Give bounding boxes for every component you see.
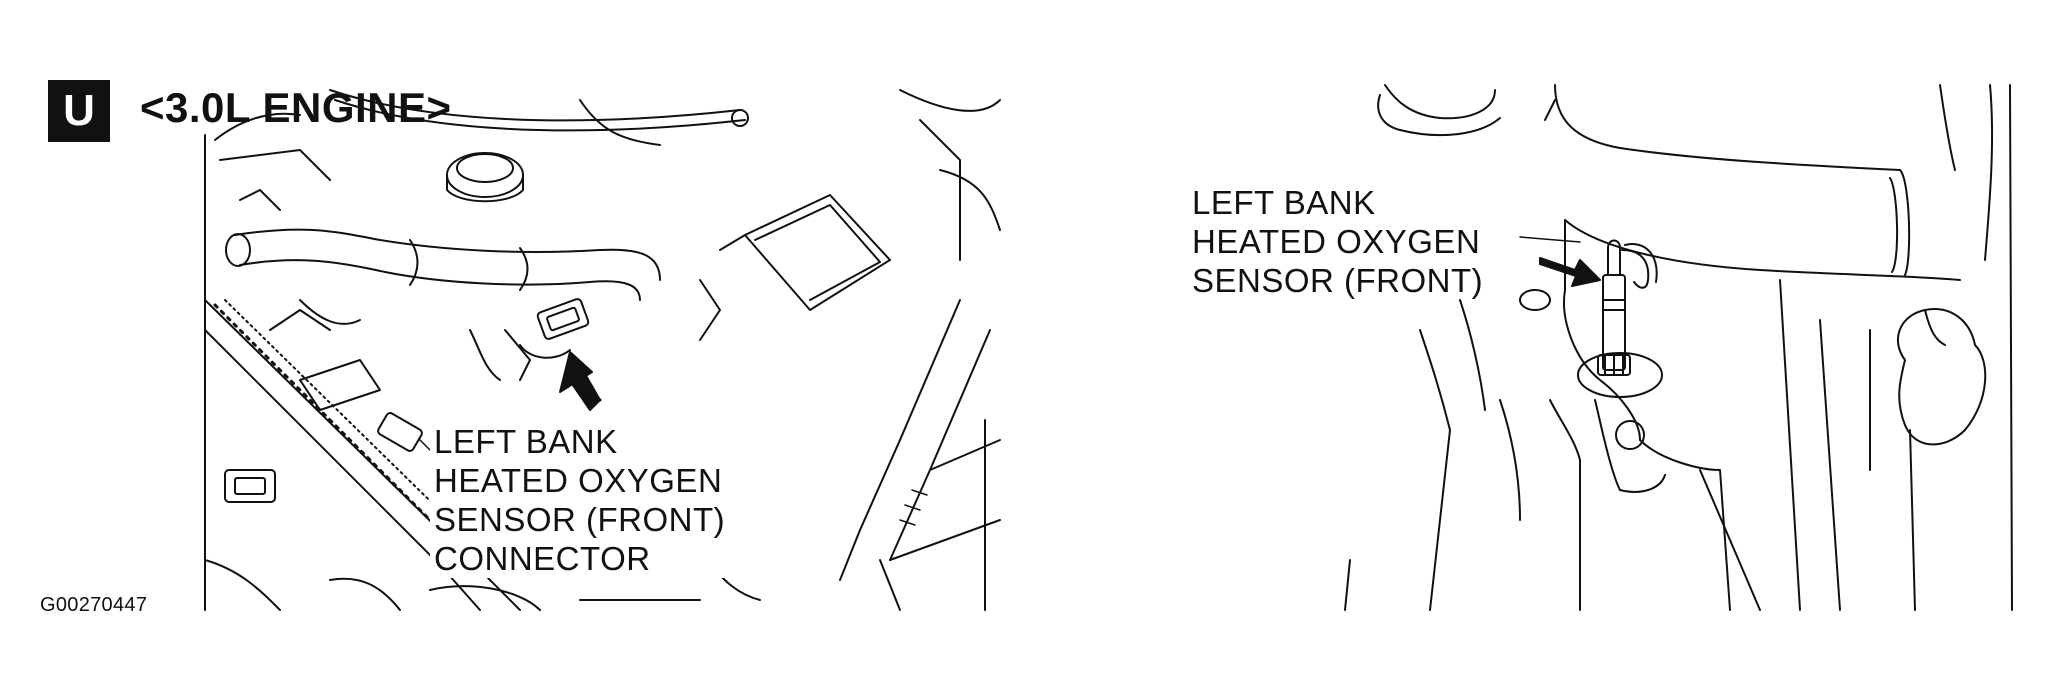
leader-line-left <box>419 439 431 451</box>
left-callout-line: SENSOR (FRONT) <box>434 501 726 538</box>
figure-id: G00270447 <box>40 594 148 616</box>
right-callout: LEFT BANK HEATED OXYGEN SENSOR (FRONT) <box>1188 183 1487 300</box>
right-callout-line: SENSOR (FRONT) <box>1192 262 1484 299</box>
pointer-arrow-left <box>559 351 602 411</box>
left-callout: LEFT BANK HEATED OXYGEN SENSOR (FRONT) C… <box>430 422 730 578</box>
right-callout-line: LEFT BANK <box>1192 184 1376 221</box>
exhaust-manifold-illustration <box>1344 84 2013 611</box>
left-callout-line: CONNECTOR <box>434 540 651 577</box>
right-callout-line: HEATED OXYGEN <box>1192 223 1481 260</box>
section-badge-letter: U <box>63 86 95 135</box>
left-callout-line: HEATED OXYGEN <box>434 462 723 499</box>
leader-line-right <box>1519 236 1581 243</box>
left-callout-line: LEFT BANK <box>434 423 618 460</box>
section-badge: U <box>48 80 110 142</box>
engine-label: <3.0L ENGINE> <box>140 84 452 131</box>
engine-bay-illustration <box>204 89 1001 611</box>
pointer-arrow-right <box>1539 257 1601 287</box>
